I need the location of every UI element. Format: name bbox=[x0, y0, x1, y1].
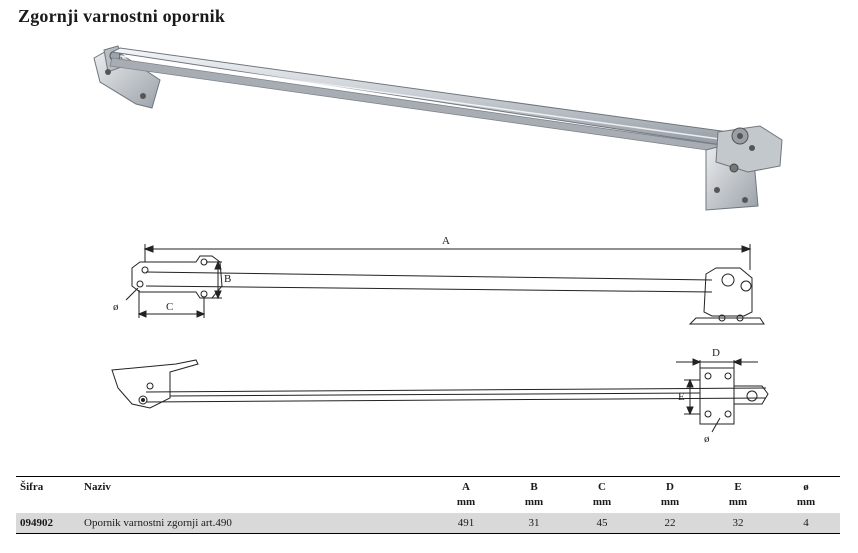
cell-e: 32 bbox=[704, 513, 772, 534]
label-diameter-top: ø bbox=[113, 301, 119, 313]
cell-name: Opornik varnostni zgornji art.490 bbox=[80, 513, 432, 534]
label-diameter-bottom: ø bbox=[704, 433, 710, 445]
page-title: Zgornji varnostni opornik bbox=[18, 6, 226, 26]
cell-diameter: 4 bbox=[772, 513, 840, 534]
label-e: E bbox=[678, 391, 685, 403]
label-d: D bbox=[712, 347, 720, 359]
product-illustrations: A B C ø D E ø bbox=[93, 45, 783, 445]
cell-c: 45 bbox=[568, 513, 636, 534]
cell-d: 22 bbox=[636, 513, 704, 534]
label-c: C bbox=[166, 301, 173, 313]
cell-b: 31 bbox=[500, 513, 568, 534]
table-row: 094902 Opornik varnostni zgornji art.490… bbox=[16, 513, 840, 534]
technical-drawing-top bbox=[125, 244, 765, 325]
label-a: A bbox=[442, 235, 450, 247]
product-photo bbox=[93, 45, 783, 211]
cell-code: 094902 bbox=[16, 513, 80, 534]
header-name: Naziv bbox=[84, 481, 111, 493]
header-code: Šifra bbox=[20, 481, 44, 493]
label-b: B bbox=[224, 273, 231, 285]
technical-drawing-side bbox=[111, 358, 769, 433]
cell-a: 491 bbox=[432, 513, 500, 534]
